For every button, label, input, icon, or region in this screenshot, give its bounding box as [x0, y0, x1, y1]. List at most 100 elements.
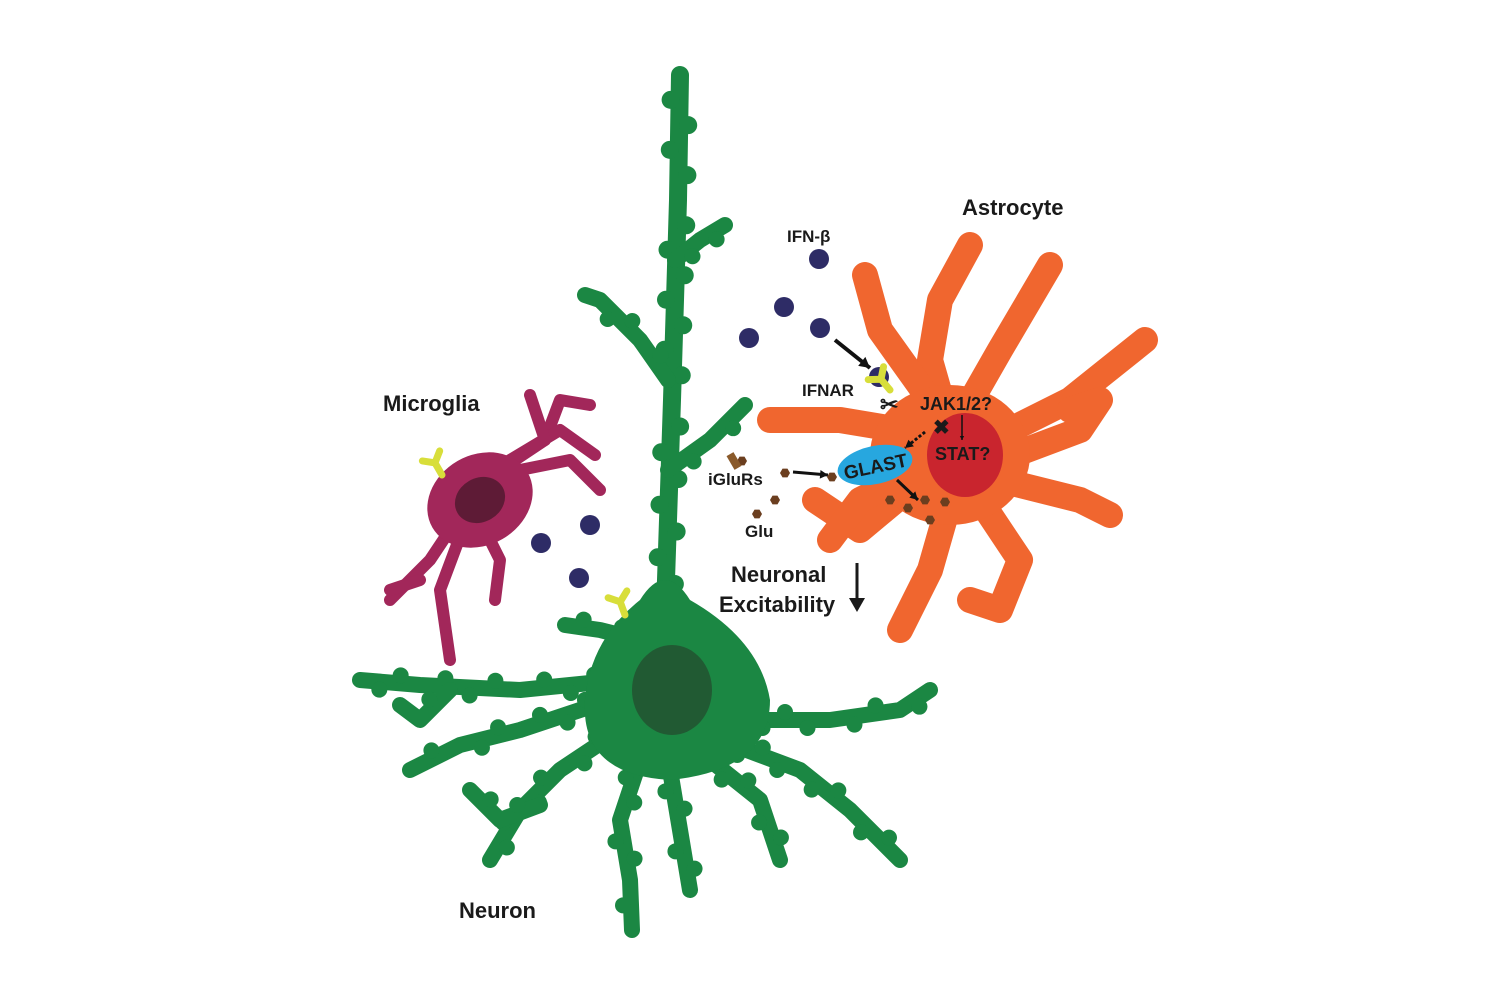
- dendrite: [662, 762, 698, 898]
- arrow-ifn-to-ifnar-head: [858, 356, 870, 368]
- astrocyte: [757, 232, 1158, 643]
- dendritic-spine: [672, 366, 691, 385]
- dendritic-spine: [667, 522, 686, 541]
- glutamate-molecule: [827, 472, 837, 482]
- dendritic-spine: [686, 860, 703, 877]
- label-neuron: Neuron: [459, 898, 536, 923]
- dendritic-spine: [684, 248, 701, 265]
- dendritic-spine: [685, 453, 702, 470]
- glast-transporter: GLAST: [837, 444, 913, 486]
- dendritic-spine: [652, 443, 671, 462]
- dendrite: [482, 722, 628, 868]
- dendritic-spine: [725, 420, 742, 437]
- neuron: [352, 66, 938, 938]
- glutamate-molecule: [752, 509, 762, 519]
- glast-ellipse: [837, 444, 913, 486]
- astrocyte-process: [852, 262, 943, 413]
- receptor-arm: [418, 447, 446, 479]
- dendrite: [667, 217, 733, 268]
- x-icon: ✖: [933, 417, 950, 439]
- microglia-process: [514, 454, 606, 496]
- dendritic-spine: [799, 720, 816, 736]
- glutamate-molecule: [940, 497, 950, 507]
- arrow-glu-to-glast-head: [819, 470, 828, 479]
- ifn-beta-molecule: [739, 328, 759, 348]
- dendritic-spine: [652, 347, 669, 364]
- dendritic-spine: [674, 316, 693, 335]
- dendritic-spine: [487, 672, 504, 689]
- ifn-beta-molecule: [810, 318, 830, 338]
- glutamate-molecule: [903, 503, 913, 513]
- dendritic-spine: [498, 839, 515, 856]
- astrocyte-process: [987, 387, 1113, 473]
- dendritic-spine: [911, 698, 928, 715]
- dendritic-spine: [392, 667, 409, 684]
- dendrite: [462, 782, 548, 828]
- dendritic-spine: [509, 797, 526, 814]
- dendritic-spine: [676, 800, 693, 817]
- label-excitability-1: Neuronal: [731, 562, 826, 587]
- dendritic-spine: [667, 843, 684, 860]
- dendritic-spine: [740, 772, 757, 789]
- dendritic-spine: [677, 216, 696, 235]
- ifn-beta-molecule: [531, 533, 551, 553]
- glutamate-molecule: [780, 468, 790, 478]
- dendritic-spine: [617, 769, 634, 786]
- label-microglia: Microglia: [383, 391, 480, 416]
- dendritic-spine: [751, 814, 768, 831]
- label-jak: JAK1/2?: [920, 394, 992, 414]
- ifn-beta-molecule: [580, 515, 600, 535]
- label-ifnar: IFNAR: [802, 381, 854, 400]
- neuron-ifnar-receptor: [604, 587, 631, 619]
- neuron-nucleus: [632, 645, 712, 735]
- dendritic-spine: [562, 684, 579, 701]
- glutamate-molecule: [885, 495, 895, 505]
- dendritic-spine: [708, 231, 725, 248]
- astrocyte-ifnar-receptor: [864, 363, 894, 394]
- label-excitability-2: Excitability: [719, 592, 836, 617]
- label-glu: Glu: [745, 522, 773, 541]
- dendritic-spine: [576, 755, 593, 772]
- microglia-nucleus: [454, 476, 506, 524]
- dendritic-spine: [421, 691, 438, 708]
- dendritic-spine: [575, 611, 592, 628]
- signaling-details: ✖ ✂ GLAST: [418, 338, 965, 619]
- dendritic-spine: [461, 687, 478, 704]
- dendritic-spine: [867, 697, 884, 714]
- dendrite: [660, 397, 753, 478]
- label-iglurs: iGluRs: [708, 470, 763, 489]
- arrow-down-icon: [849, 563, 865, 612]
- ifn-beta-molecules: [531, 249, 889, 588]
- dendritic-spine: [772, 829, 789, 846]
- dendritic-spine: [490, 719, 507, 736]
- dendritic-spine: [371, 681, 388, 698]
- dendritic-spine: [679, 116, 698, 135]
- ifn-beta-molecule: [809, 249, 829, 269]
- iglur-receptor: [726, 452, 742, 470]
- arrow-to-glast-head: [905, 439, 914, 448]
- dendritic-spine: [615, 897, 632, 914]
- dendrite: [577, 287, 676, 388]
- microglia-process: [524, 389, 551, 446]
- dendritic-spine: [660, 140, 679, 159]
- dendrite: [712, 732, 908, 868]
- microglia-ifnar-receptor: [418, 447, 446, 479]
- arrow-jak-to-stat-head: [959, 436, 965, 440]
- dendritic-spine: [846, 716, 863, 733]
- astrocyte-nucleus: [927, 413, 1003, 497]
- label-astrocyte: Astrocyte: [962, 195, 1063, 220]
- dendritic-spine: [423, 742, 440, 759]
- dendritic-spine: [599, 310, 616, 327]
- dendritic-spine: [657, 783, 674, 800]
- scissors-icon: ✂: [880, 392, 898, 417]
- dendritic-spine: [626, 794, 643, 811]
- dendritic-spine: [482, 791, 499, 808]
- dendritic-spine: [853, 824, 870, 841]
- dendritic-spine: [830, 782, 847, 799]
- dendritic-spine: [769, 761, 786, 778]
- dendritic-spine: [777, 704, 793, 720]
- dendritic-spine: [536, 671, 553, 688]
- label-stat: STAT?: [935, 444, 990, 464]
- ifn-beta-molecule: [569, 568, 589, 588]
- dendritic-spine: [880, 829, 897, 846]
